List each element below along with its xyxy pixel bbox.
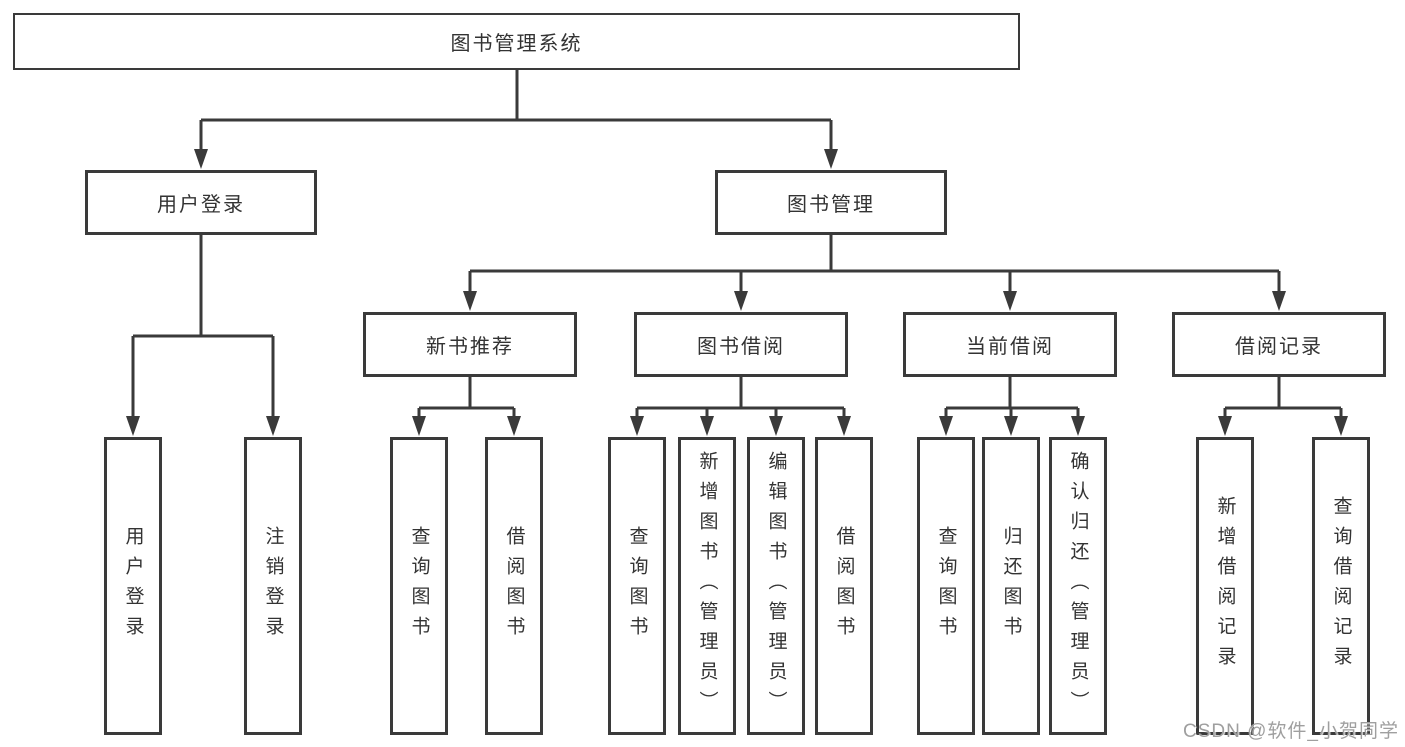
arrowhead-icon: [700, 416, 714, 436]
arrowhead-icon: [1334, 416, 1348, 436]
arrowhead-icon: [939, 416, 953, 436]
node-label: 新书推荐: [426, 336, 514, 358]
arrowhead-icon: [824, 149, 838, 169]
arrowhead-icon: [734, 291, 748, 311]
arrowhead-icon: [630, 416, 644, 436]
node-label: 借阅图书: [503, 526, 525, 646]
leaf-logout: 注销登录: [244, 437, 302, 735]
node-new-book-recommend: 新书推荐: [363, 312, 577, 377]
node-label: 确认归还（管理员）: [1067, 451, 1089, 721]
node-label: 借阅记录: [1235, 336, 1323, 358]
connector-line: [468, 235, 1281, 297]
connector-root-to-branches: [194, 70, 838, 169]
arrowhead-icon: [1071, 416, 1085, 436]
connector-line: [944, 377, 1080, 422]
arrowhead-icon: [266, 416, 280, 436]
leaf-confirm-return-admin: 确认归还（管理员）: [1049, 437, 1107, 735]
connector-book-borrowing-to-leaves: [630, 377, 851, 436]
node-label: 查询借阅记录: [1330, 496, 1352, 676]
arrowhead-icon: [1218, 416, 1232, 436]
arrowhead-icon: [194, 149, 208, 169]
leaf-add-books-admin: 新增图书（管理员）: [678, 437, 736, 735]
arrowhead-icon: [1272, 291, 1286, 311]
node-label: 图书借阅: [697, 336, 785, 358]
node-library-management-system: 图书管理系统: [13, 13, 1020, 70]
node-label: 查询图书: [626, 526, 648, 646]
connector-new-book-recommend-to-leaves: [412, 377, 521, 436]
node-label: 借阅图书: [833, 526, 855, 646]
connector-line: [635, 377, 846, 422]
node-current-borrowing: 当前借阅: [903, 312, 1117, 377]
connector-current-borrowing-to-leaves: [939, 377, 1085, 436]
node-label: 注销登录: [262, 526, 284, 646]
leaf-query-books-recommend: 查询图书: [390, 437, 448, 735]
node-label: 编辑图书（管理员）: [765, 451, 787, 721]
node-label: 归还图书: [1000, 526, 1022, 646]
node-label: 查询图书: [408, 526, 430, 646]
connector-book-management-to-modules: [463, 235, 1286, 311]
connector-user-login-to-leaves: [126, 235, 280, 436]
arrowhead-icon: [412, 416, 426, 436]
node-label: 图书管理系统: [450, 33, 583, 55]
leaf-return-books: 归还图书: [982, 437, 1040, 735]
connector-line: [417, 377, 516, 422]
csdn-watermark: CSDN @软件_小贺同学: [1183, 721, 1399, 742]
leaf-query-books-current: 查询图书: [917, 437, 975, 735]
node-label: 用户登录: [157, 194, 245, 216]
arrowhead-icon: [1004, 416, 1018, 436]
connector-line: [131, 235, 275, 422]
node-label: 新增图书（管理员）: [696, 451, 718, 721]
connector-line: [1223, 377, 1343, 422]
node-borrowing-records: 借阅记录: [1172, 312, 1386, 377]
node-label: 当前借阅: [966, 336, 1054, 358]
connector-borrowing-records-to-leaves: [1218, 377, 1348, 436]
node-label: 用户登录: [122, 526, 144, 646]
leaf-edit-books-admin: 编辑图书（管理员）: [747, 437, 805, 735]
node-user-login: 用户登录: [85, 170, 317, 235]
node-book-management: 图书管理: [715, 170, 947, 235]
arrowhead-icon: [1003, 291, 1017, 311]
node-label: 查询图书: [935, 526, 957, 646]
arrowhead-icon: [837, 416, 851, 436]
leaf-user-login: 用户登录: [104, 437, 162, 735]
arrowhead-icon: [126, 416, 140, 436]
leaf-borrow-books-recommend: 借阅图书: [485, 437, 543, 735]
leaf-query-books-borrowing: 查询图书: [608, 437, 666, 735]
node-label: 图书管理: [787, 194, 875, 216]
arrowhead-icon: [463, 291, 477, 311]
node-label: 新增借阅记录: [1214, 496, 1236, 676]
leaf-add-borrow-record: 新增借阅记录: [1196, 437, 1254, 735]
arrowhead-icon: [507, 416, 521, 436]
leaf-query-borrow-record: 查询借阅记录: [1312, 437, 1370, 735]
node-book-borrowing: 图书借阅: [634, 312, 848, 377]
arrowhead-icon: [769, 416, 783, 436]
connector-line: [199, 70, 833, 155]
leaf-borrow-books: 借阅图书: [815, 437, 873, 735]
